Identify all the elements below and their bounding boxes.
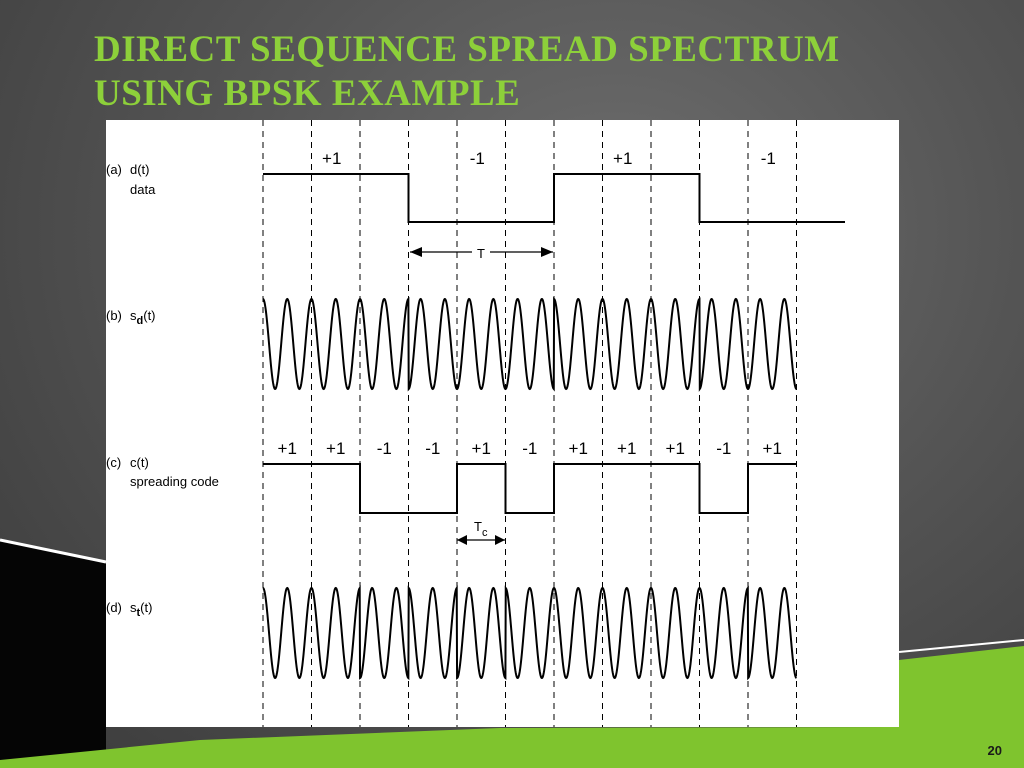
chip-label: +1 xyxy=(278,439,297,458)
slide-title: DIRECT SEQUENCE SPREAD SPECTRUM USING BP… xyxy=(94,28,840,116)
row-label-a: (a) d(t) data xyxy=(106,162,156,197)
label-caption-c: spreading code xyxy=(130,474,219,489)
data-waveform xyxy=(263,173,845,223)
row-label-c: (c) c(t) spreading code xyxy=(106,455,219,489)
label-caption-a: data xyxy=(130,182,156,197)
title-line-1: DIRECT SEQUENCE SPREAD SPECTRUM xyxy=(94,29,840,70)
chip-label: +1 xyxy=(763,439,782,458)
figure-svg: (a) d(t) data (b) sd(t) (c) c(t) spreadi… xyxy=(106,120,845,727)
data-bit-label: -1 xyxy=(470,149,485,168)
label-tag-b: (b) xyxy=(106,308,122,323)
chip-label: -1 xyxy=(377,439,392,458)
label-name-d: st(t) xyxy=(130,600,152,619)
st-waveform xyxy=(262,585,797,681)
dsss-bpsk-figure: (a) d(t) data (b) sd(t) (c) c(t) spreadi… xyxy=(106,120,899,727)
label-name-a: d(t) xyxy=(130,162,150,177)
bit-period-marker: T xyxy=(410,242,553,262)
spreading-code-waveform xyxy=(263,463,797,514)
chip-label: -1 xyxy=(425,439,440,458)
chip-label: +1 xyxy=(569,439,588,458)
chip-period-label: Tc xyxy=(474,519,488,539)
chip-period-marker: Tc xyxy=(457,519,505,545)
label-name-c: c(t) xyxy=(130,455,149,470)
row-label-b: (b) sd(t) xyxy=(106,308,156,327)
chip-label: +1 xyxy=(617,439,636,458)
label-name-b: sd(t) xyxy=(130,308,156,327)
label-tag-c: (c) xyxy=(106,455,121,470)
data-bit-labels: +1 -1 +1 -1 xyxy=(322,149,776,168)
label-tag-a: (a) xyxy=(106,162,122,177)
data-bit-label: +1 xyxy=(613,149,632,168)
slide-number: 20 xyxy=(987,743,1002,758)
bit-period-arrow-right xyxy=(541,247,553,257)
chip-period-arrow-right xyxy=(495,535,505,545)
chip-label: +1 xyxy=(326,439,345,458)
chip-label: +1 xyxy=(666,439,685,458)
title-line-2: USING BPSK EXAMPLE xyxy=(94,73,521,114)
chip-label: -1 xyxy=(716,439,731,458)
data-bit-label: +1 xyxy=(322,149,341,168)
bit-period-label-bg xyxy=(472,242,490,262)
bit-period-label: T xyxy=(477,246,485,261)
bit-period-arrow-left xyxy=(410,247,422,257)
chip-labels: +1 +1 -1 -1 +1 -1 +1 +1 +1 -1 +1 xyxy=(278,439,782,458)
row-label-d: (d) st(t) xyxy=(106,600,152,619)
chip-label: -1 xyxy=(522,439,537,458)
data-square-wave xyxy=(263,173,845,223)
label-tag-d: (d) xyxy=(106,600,122,615)
chip-period-arrow-left xyxy=(457,535,467,545)
data-bit-label: -1 xyxy=(761,149,776,168)
sd-waveform xyxy=(262,296,797,392)
chip-label: +1 xyxy=(472,439,491,458)
code-square-wave xyxy=(263,463,797,514)
